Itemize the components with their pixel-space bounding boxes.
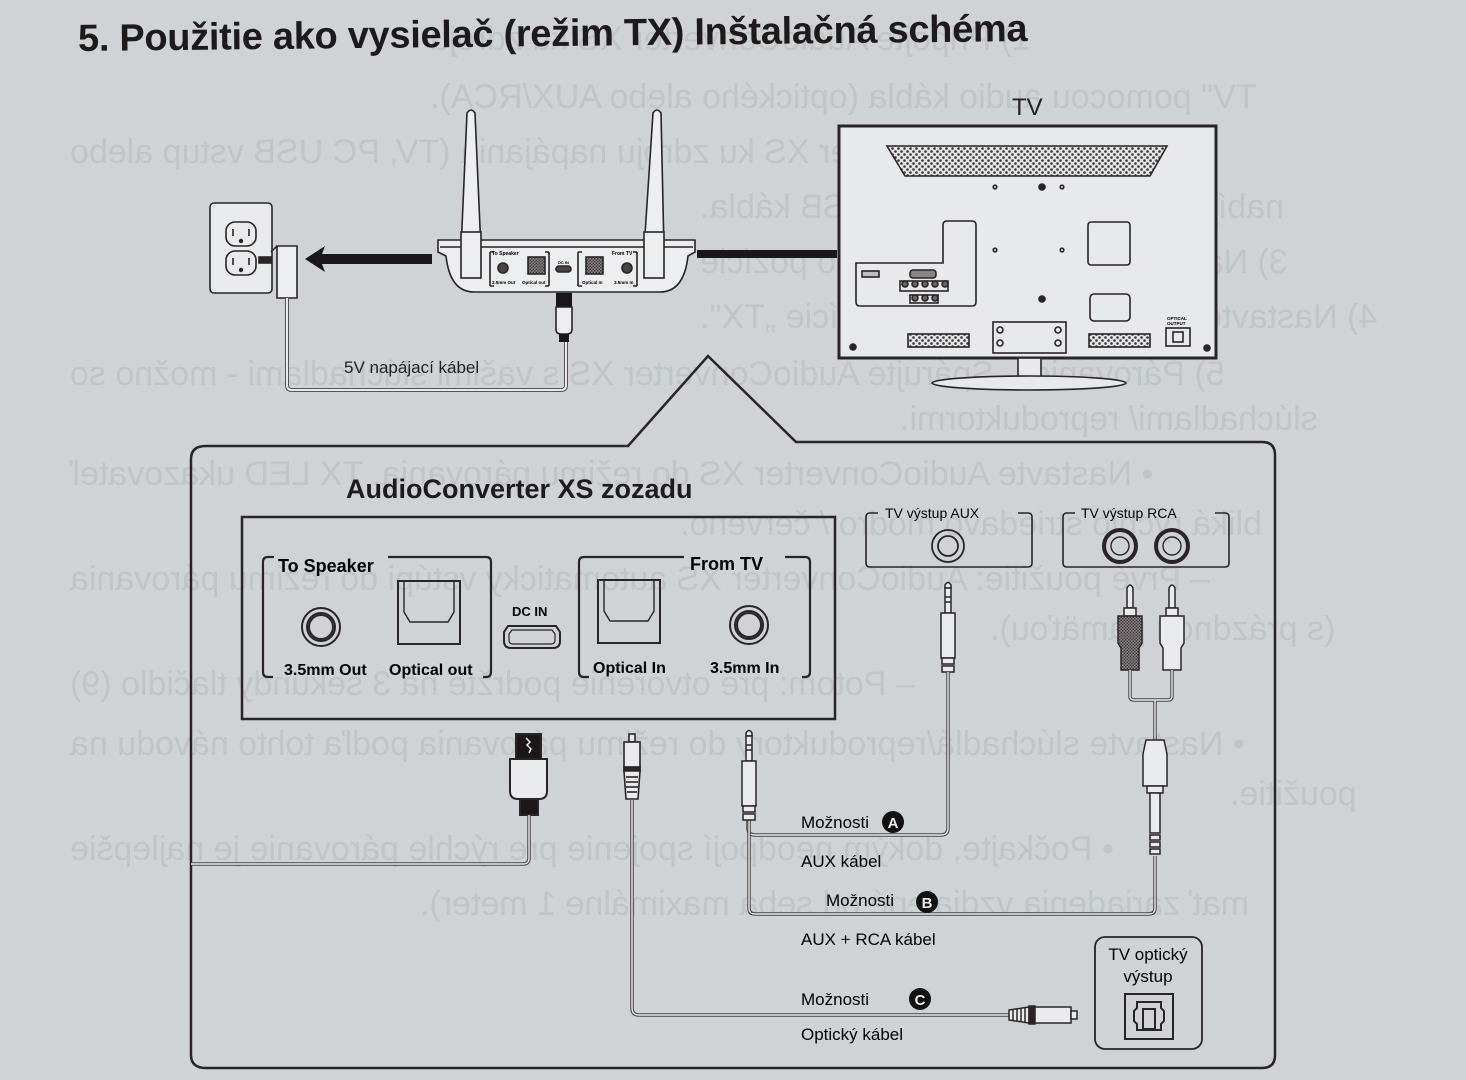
wall-outlet-icon: [209, 202, 273, 294]
arrow-left-icon: [305, 246, 432, 272]
optical-output-socket-icon: [1124, 993, 1174, 1040]
option-b-label: Možnosti: [826, 891, 894, 910]
from-tv-label: From TV: [690, 554, 763, 574]
device-from-tv-label: From TV: [612, 251, 633, 257]
device-to-speaker-label: To Speaker: [492, 251, 519, 257]
tv-back-icon: [837, 124, 1218, 391]
rca-sockets-icon: [1102, 528, 1190, 564]
device-out35-label: 3.5mm Out: [492, 280, 516, 285]
device-optical-in-label: Optical In: [582, 280, 603, 285]
tv-optical-output-box: [1094, 936, 1203, 1050]
to-speaker-label: To Speaker: [278, 556, 374, 576]
tv-rca-label: TV výstup RCA: [1081, 505, 1177, 521]
tv-cable: [697, 250, 837, 258]
port-label-optical-out: Optical out: [389, 662, 473, 679]
optical-plug-icon: [623, 733, 641, 800]
option-b-cable: AUX + RCA kábel: [801, 930, 936, 949]
rear-panel-box: [240, 515, 837, 721]
badge-a-icon: A: [882, 811, 904, 833]
port-label-35mm-in: 3.5mm In: [710, 660, 779, 677]
optical-out-port-icon: [397, 580, 461, 645]
tv-optical-box-line1: TV optický: [1108, 945, 1188, 964]
option-a-cable: AUX kábel: [801, 852, 881, 871]
tv-optical-output-label-2: OUTPUT: [1167, 321, 1186, 326]
rca-plug-white-icon: [1159, 584, 1185, 671]
device-in35-label: 3.5mm In: [614, 280, 634, 285]
optical-in-port-icon: [597, 579, 661, 644]
svg-text:B: B: [922, 895, 933, 912]
aux-socket-icon: [931, 529, 965, 563]
optical-cable-c: [630, 800, 1010, 1017]
tv-aux-label: TV výstup AUX: [885, 505, 980, 521]
to-speaker-bracket: [261, 555, 493, 679]
option-c-cable: Optický kábel: [801, 1025, 903, 1044]
from-tv-bracket: [577, 555, 812, 679]
jack-35mm-out-icon: [301, 607, 341, 647]
tv-rca-box: [1062, 512, 1230, 568]
micro-usb-port-icon: [503, 625, 561, 649]
badge-b-icon: B: [916, 891, 938, 913]
rca-to-aux-plug-icon: [1142, 739, 1168, 855]
aux-cable-a: [746, 672, 950, 837]
option-c-label: Možnosti: [801, 990, 869, 1009]
tv-label: TV: [1012, 94, 1043, 121]
port-label-dc-in: DC IN: [512, 604, 547, 619]
rca-y-splitter-cable: [1128, 670, 1174, 740]
tv-optical-box-line2: výstup: [1123, 967, 1172, 986]
tv-optical-output-label-1: OPTICAL: [1167, 316, 1187, 321]
tv-aux-box: [865, 512, 1033, 568]
power-cable-label: 5V napájací kábel: [344, 358, 479, 377]
audioconverter-device-icon: [437, 109, 696, 342]
detail-heading: AudioConverter XS zozadu: [346, 474, 693, 504]
jack-35mm-in-icon: [729, 605, 769, 645]
aux-plug-b-icon: [741, 729, 757, 821]
aux-plug-icon: [940, 581, 956, 673]
optical-plug-end-icon: [1008, 1005, 1078, 1025]
device-dcin-label: DC IN: [558, 260, 569, 265]
port-label-35mm-out: 3.5mm Out: [284, 662, 367, 679]
device-optical-out-label: Optical out: [522, 280, 546, 285]
option-a-label: Možnosti: [801, 813, 869, 832]
usb-power-cable: [191, 815, 531, 866]
port-label-optical-in: Optical In: [593, 660, 666, 677]
usb-plug-icon: [509, 733, 548, 816]
rca-plug-red-icon: [1117, 584, 1143, 671]
svg-text:C: C: [915, 992, 926, 1009]
detail-callout-frame: [189, 354, 1277, 1070]
badge-c-icon: C: [909, 988, 931, 1010]
svg-text:A: A: [888, 815, 899, 832]
